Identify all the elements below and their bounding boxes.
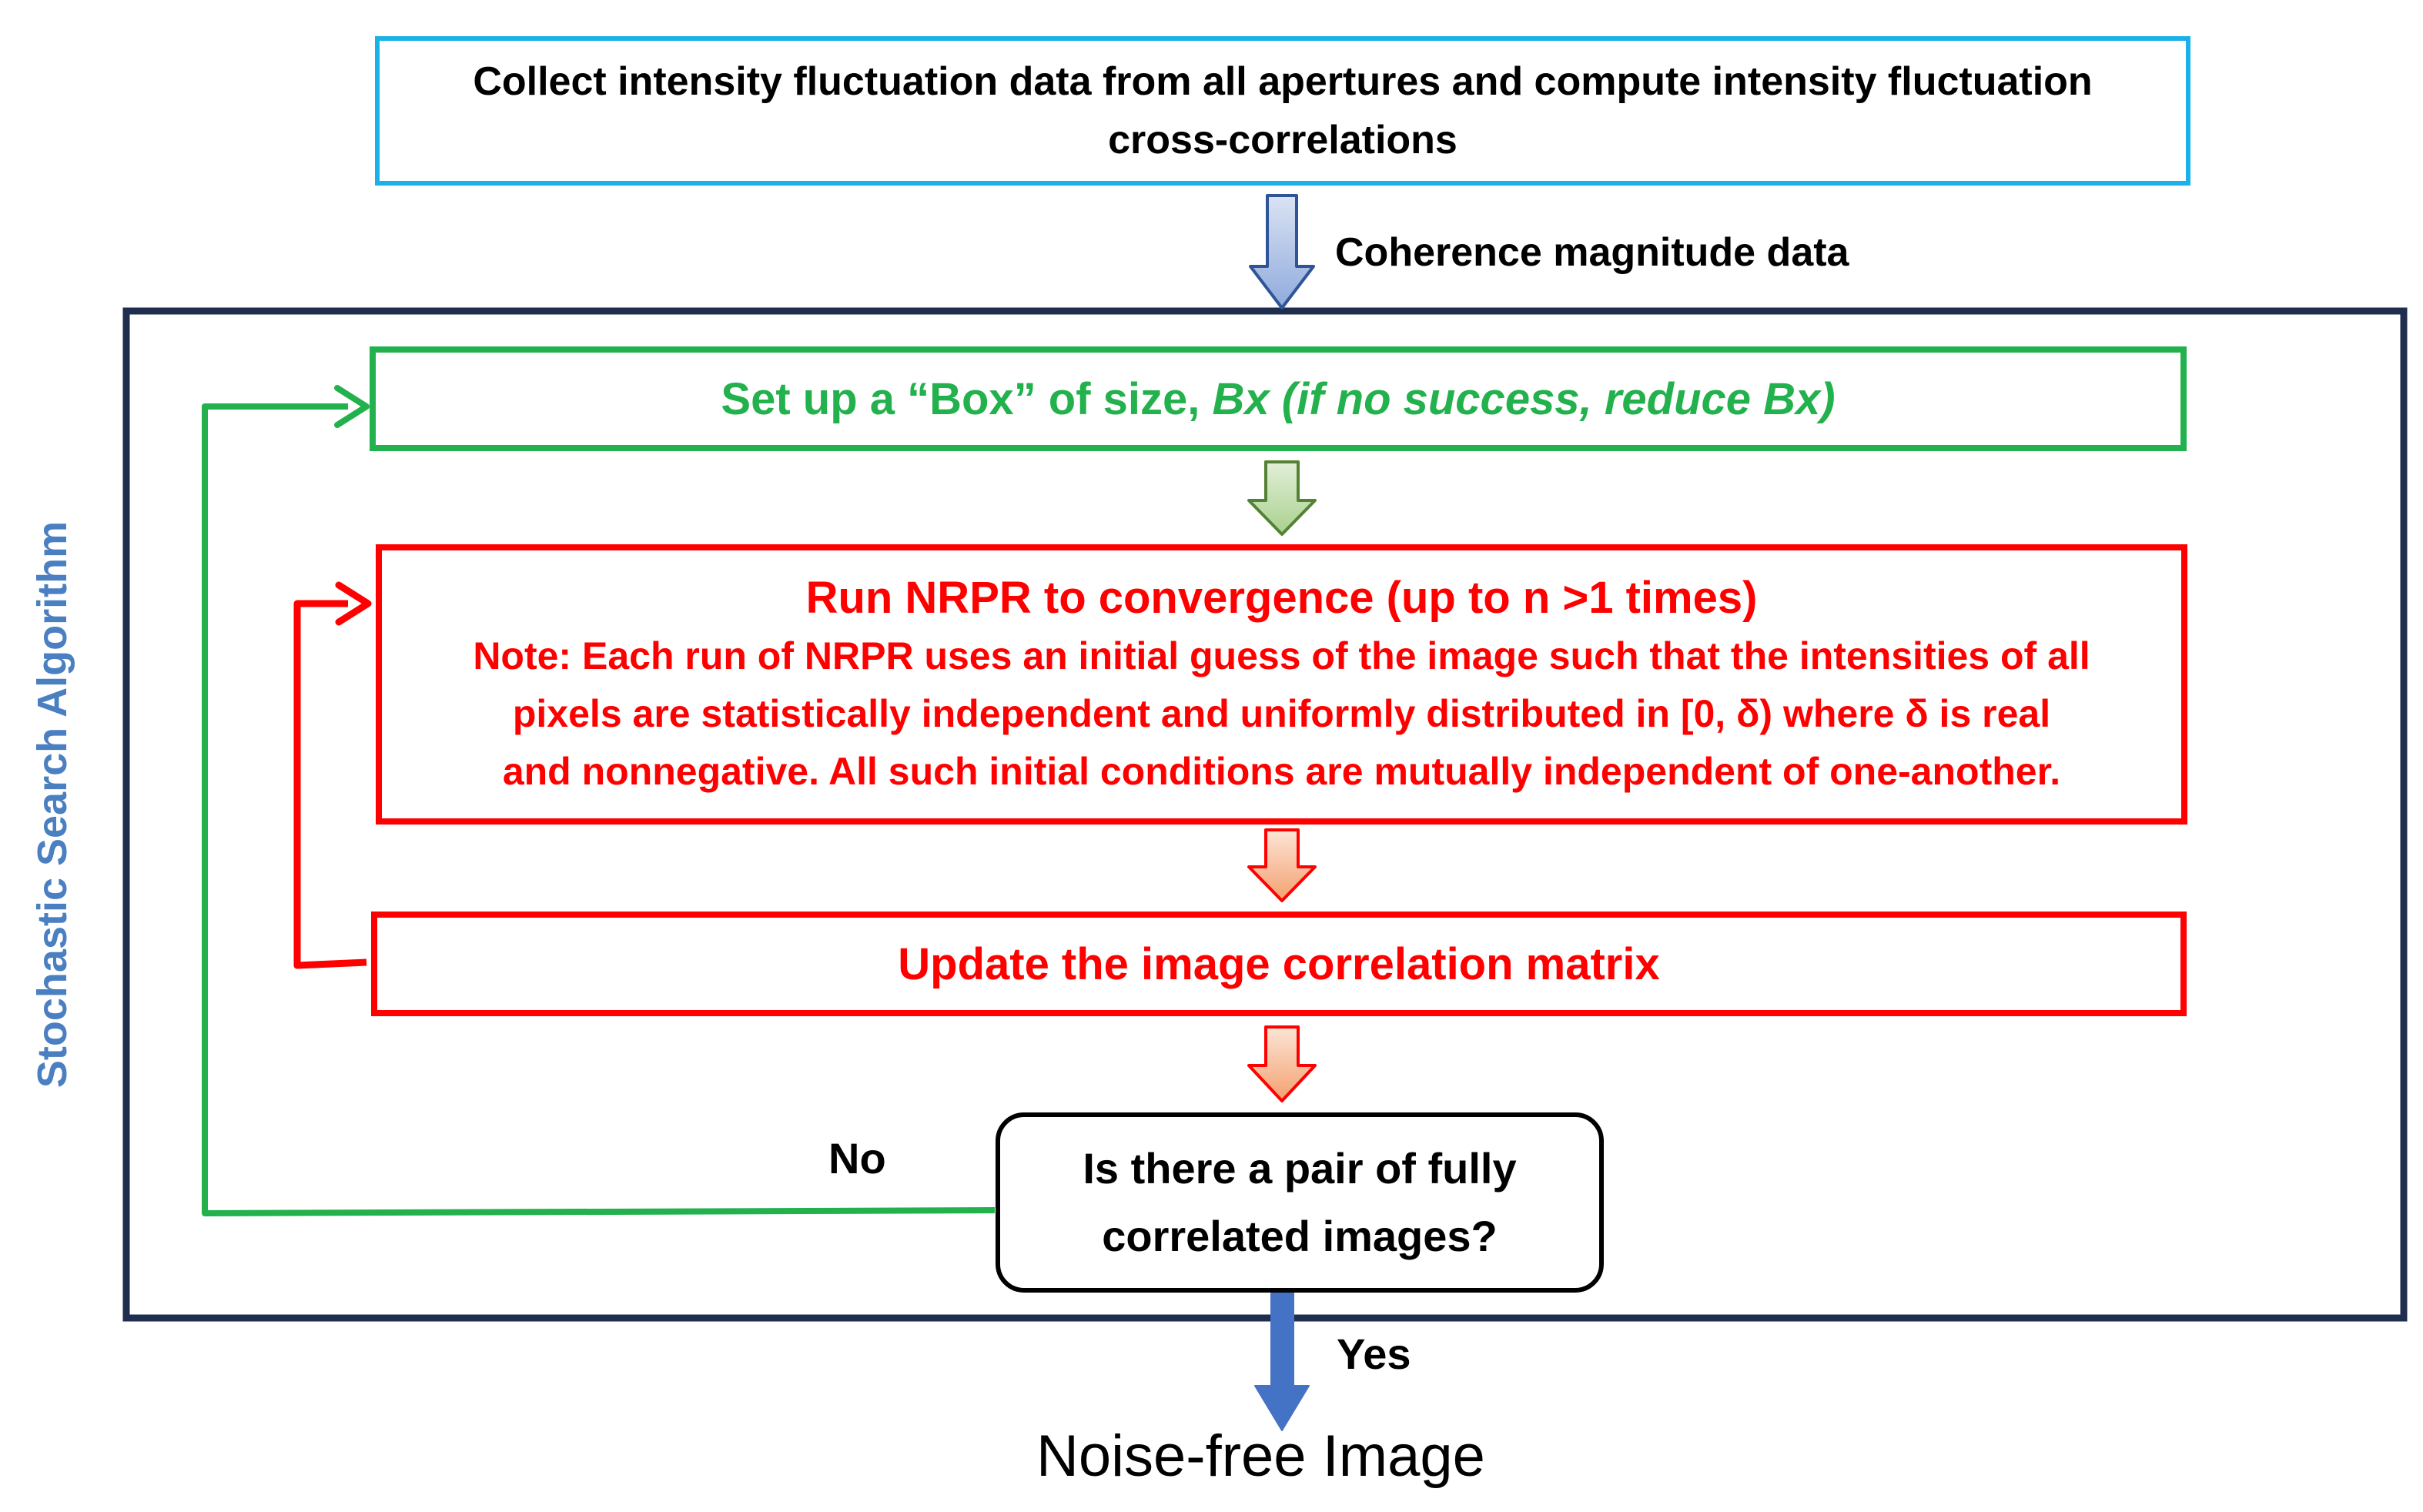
nrpr-note-line1: Note: Each run of NRPR uses an initial g… [473,634,2090,677]
decision-box [996,1112,1604,1293]
collect-data-line2: cross-correlations [1108,118,1457,162]
box-setup-line: Set up a “Box” of size, Bx (if no succes… [721,373,1835,425]
side-label: Stochastic Search Algorithm [29,520,75,1089]
decision-text: Is there a pair of fully correlated imag… [1001,1118,1598,1287]
no-loop-arrowhead [334,385,370,428]
coherence-arrow [1249,194,1315,309]
update-matrix-text: Update the image correlation matrix [377,918,2180,1010]
update-to-decision-arrow [1247,1025,1317,1102]
retry-loop-line [293,600,367,969]
nrpr-text: Run NRPR to convergence (up to n >1 time… [383,553,2180,816]
yes-arrow [1254,1293,1310,1431]
nrpr-run-step [376,544,2187,825]
yes-label: Yes [1337,1330,1411,1378]
box-setup-italic: Bx (if no success, reduce Bx) [1212,373,1836,424]
collect-data-box [375,36,2190,186]
coherence-label: Coherence magnitude data [1335,230,1849,275]
box-setup-prefix: Set up a “Box” of size, [721,373,1213,424]
nrpr-note-line2: pixels are statistically independent and… [512,691,2051,735]
no-label: No [828,1134,886,1183]
nrpr-title: Run NRPR to convergence (up to n >1 time… [805,572,1758,623]
no-loop-line [202,403,996,1216]
retry-loop-arrowhead [335,581,372,626]
nrpr-note-line3: and nonnegative. All such initial condit… [502,749,2061,793]
collect-data-text: Collect intensity fluctuation data from … [382,42,2184,180]
nrpr-to-update-arrow [1247,828,1317,902]
update-matrix-label: Update the image correlation matrix [898,938,1660,989]
algorithm-frame [122,307,2408,1322]
update-matrix-step [371,912,2187,1016]
result-label: Noise-free Image [1036,1423,1485,1489]
decision-line1: Is there a pair of fully [1083,1144,1517,1193]
box-setup-step [370,346,2187,451]
setup-to-nrpr-arrow [1247,460,1317,536]
decision-line2: correlated images? [1102,1212,1498,1260]
box-setup-text: Set up a “Box” of size, Bx (if no succes… [376,353,2180,445]
collect-data-line1: Collect intensity fluctuation data from … [473,59,2093,104]
